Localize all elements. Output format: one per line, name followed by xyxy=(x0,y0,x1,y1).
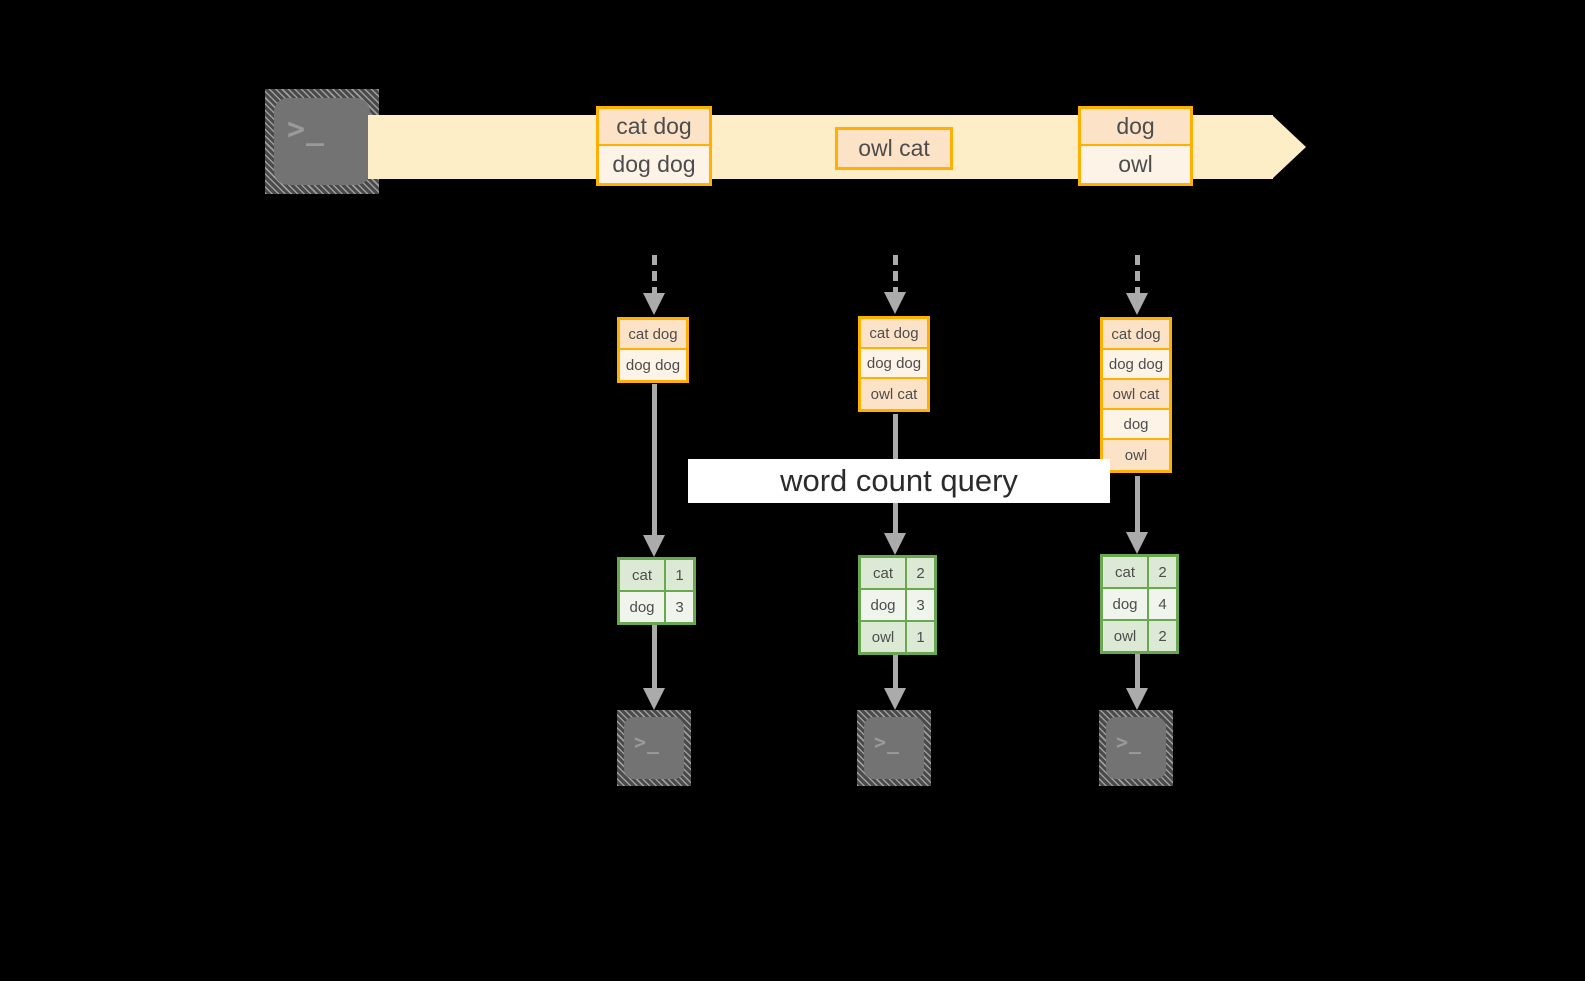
column-3-query-connector xyxy=(1135,476,1140,548)
stream-arrow-head xyxy=(1272,115,1306,179)
column-3-ingest-connector xyxy=(1135,255,1140,297)
table-row: dog 4 xyxy=(1103,589,1176,621)
word-cell: dog xyxy=(861,590,907,620)
stream-batch-1[interactable]: cat dog dog dog xyxy=(596,106,712,186)
count-cell: 2 xyxy=(907,558,934,588)
column-2-input-row: cat dog xyxy=(861,319,927,349)
word-cell: cat xyxy=(861,558,907,588)
stream-batch-1-line-1: cat dog xyxy=(599,109,709,146)
terminal-prompt-glyph: >_ xyxy=(874,730,901,754)
query-label: word count query xyxy=(688,459,1110,503)
column-3-input-row: dog xyxy=(1103,410,1169,440)
table-row: cat 1 xyxy=(620,560,693,592)
column-1-input-row: dog dog xyxy=(620,350,686,380)
stream-batch-2-line-1: owl cat xyxy=(838,130,950,167)
stream-batch-2[interactable]: owl cat xyxy=(835,127,953,170)
column-3-sink-terminal-icon[interactable]: >_ xyxy=(1099,710,1173,786)
column-3-sink-arrowhead xyxy=(1126,688,1148,710)
column-2-input-row: owl cat xyxy=(861,379,927,409)
count-cell: 1 xyxy=(666,560,693,590)
column-1-ingest-connector xyxy=(652,255,657,297)
column-3-sink-connector xyxy=(1135,651,1140,693)
terminal-body xyxy=(1106,717,1166,779)
column-1-query-connector xyxy=(652,384,657,549)
word-cell: dog xyxy=(1103,589,1149,619)
table-row: cat 2 xyxy=(861,558,934,590)
count-cell: 1 xyxy=(907,622,934,652)
stream-batch-3-line-2: owl xyxy=(1081,146,1190,183)
column-3-input-row: owl xyxy=(1103,440,1169,470)
word-cell: cat xyxy=(1103,557,1149,587)
column-2-result-table[interactable]: cat 2 dog 3 owl 1 xyxy=(858,555,937,655)
word-cell: owl xyxy=(861,622,907,652)
column-1-input-row: cat dog xyxy=(620,320,686,350)
column-1-input-table[interactable]: cat dog dog dog xyxy=(617,317,689,383)
terminal-body xyxy=(864,717,924,779)
column-1-result-table[interactable]: cat 1 dog 3 xyxy=(617,557,696,625)
count-cell: 3 xyxy=(907,590,934,620)
column-1-ingest-arrowhead xyxy=(643,293,665,315)
terminal-prompt-glyph: >_ xyxy=(287,112,326,147)
column-1-sink-arrowhead xyxy=(643,688,665,710)
stream-batch-3-line-1: dog xyxy=(1081,109,1190,146)
terminal-body xyxy=(624,717,684,779)
stream-batch-1-line-2: dog dog xyxy=(599,146,709,183)
stream-batch-3[interactable]: dog owl xyxy=(1078,106,1193,186)
column-3-input-row: cat dog xyxy=(1103,320,1169,350)
column-3-input-row: owl cat xyxy=(1103,380,1169,410)
word-cell: dog xyxy=(620,592,666,622)
table-row: owl 1 xyxy=(861,622,934,652)
count-cell: 2 xyxy=(1149,621,1176,651)
column-1-sink-terminal-icon[interactable]: >_ xyxy=(617,710,691,786)
column-3-input-table[interactable]: cat dog dog dog owl cat dog owl xyxy=(1100,317,1172,473)
column-3-ingest-arrowhead xyxy=(1126,293,1148,315)
column-1-sink-connector xyxy=(652,622,657,694)
column-2-query-arrowhead xyxy=(884,533,906,555)
table-row: owl 2 xyxy=(1103,621,1176,651)
count-cell: 4 xyxy=(1149,589,1176,619)
column-3-input-row: dog dog xyxy=(1103,350,1169,380)
table-row: cat 2 xyxy=(1103,557,1176,589)
column-2-input-table[interactable]: cat dog dog dog owl cat xyxy=(858,316,930,412)
word-cell: owl xyxy=(1103,621,1149,651)
column-2-sink-connector xyxy=(893,652,898,694)
column-2-input-row: dog dog xyxy=(861,349,927,379)
count-cell: 2 xyxy=(1149,557,1176,587)
column-3-result-table[interactable]: cat 2 dog 4 owl 2 xyxy=(1100,554,1179,654)
terminal-prompt-glyph: >_ xyxy=(634,730,661,754)
terminal-body xyxy=(274,98,370,185)
column-2-ingest-arrowhead xyxy=(884,292,906,314)
terminal-prompt-glyph: >_ xyxy=(1116,730,1143,754)
table-row: dog 3 xyxy=(620,592,693,622)
column-1-query-arrowhead xyxy=(643,535,665,557)
count-cell: 3 xyxy=(666,592,693,622)
column-2-sink-terminal-icon[interactable]: >_ xyxy=(857,710,931,786)
source-terminal-icon[interactable]: >_ xyxy=(265,89,379,194)
table-row: dog 3 xyxy=(861,590,934,622)
column-3-query-arrowhead xyxy=(1126,532,1148,554)
word-cell: cat xyxy=(620,560,666,590)
column-2-sink-arrowhead xyxy=(884,688,906,710)
column-2-ingest-connector xyxy=(893,255,898,297)
